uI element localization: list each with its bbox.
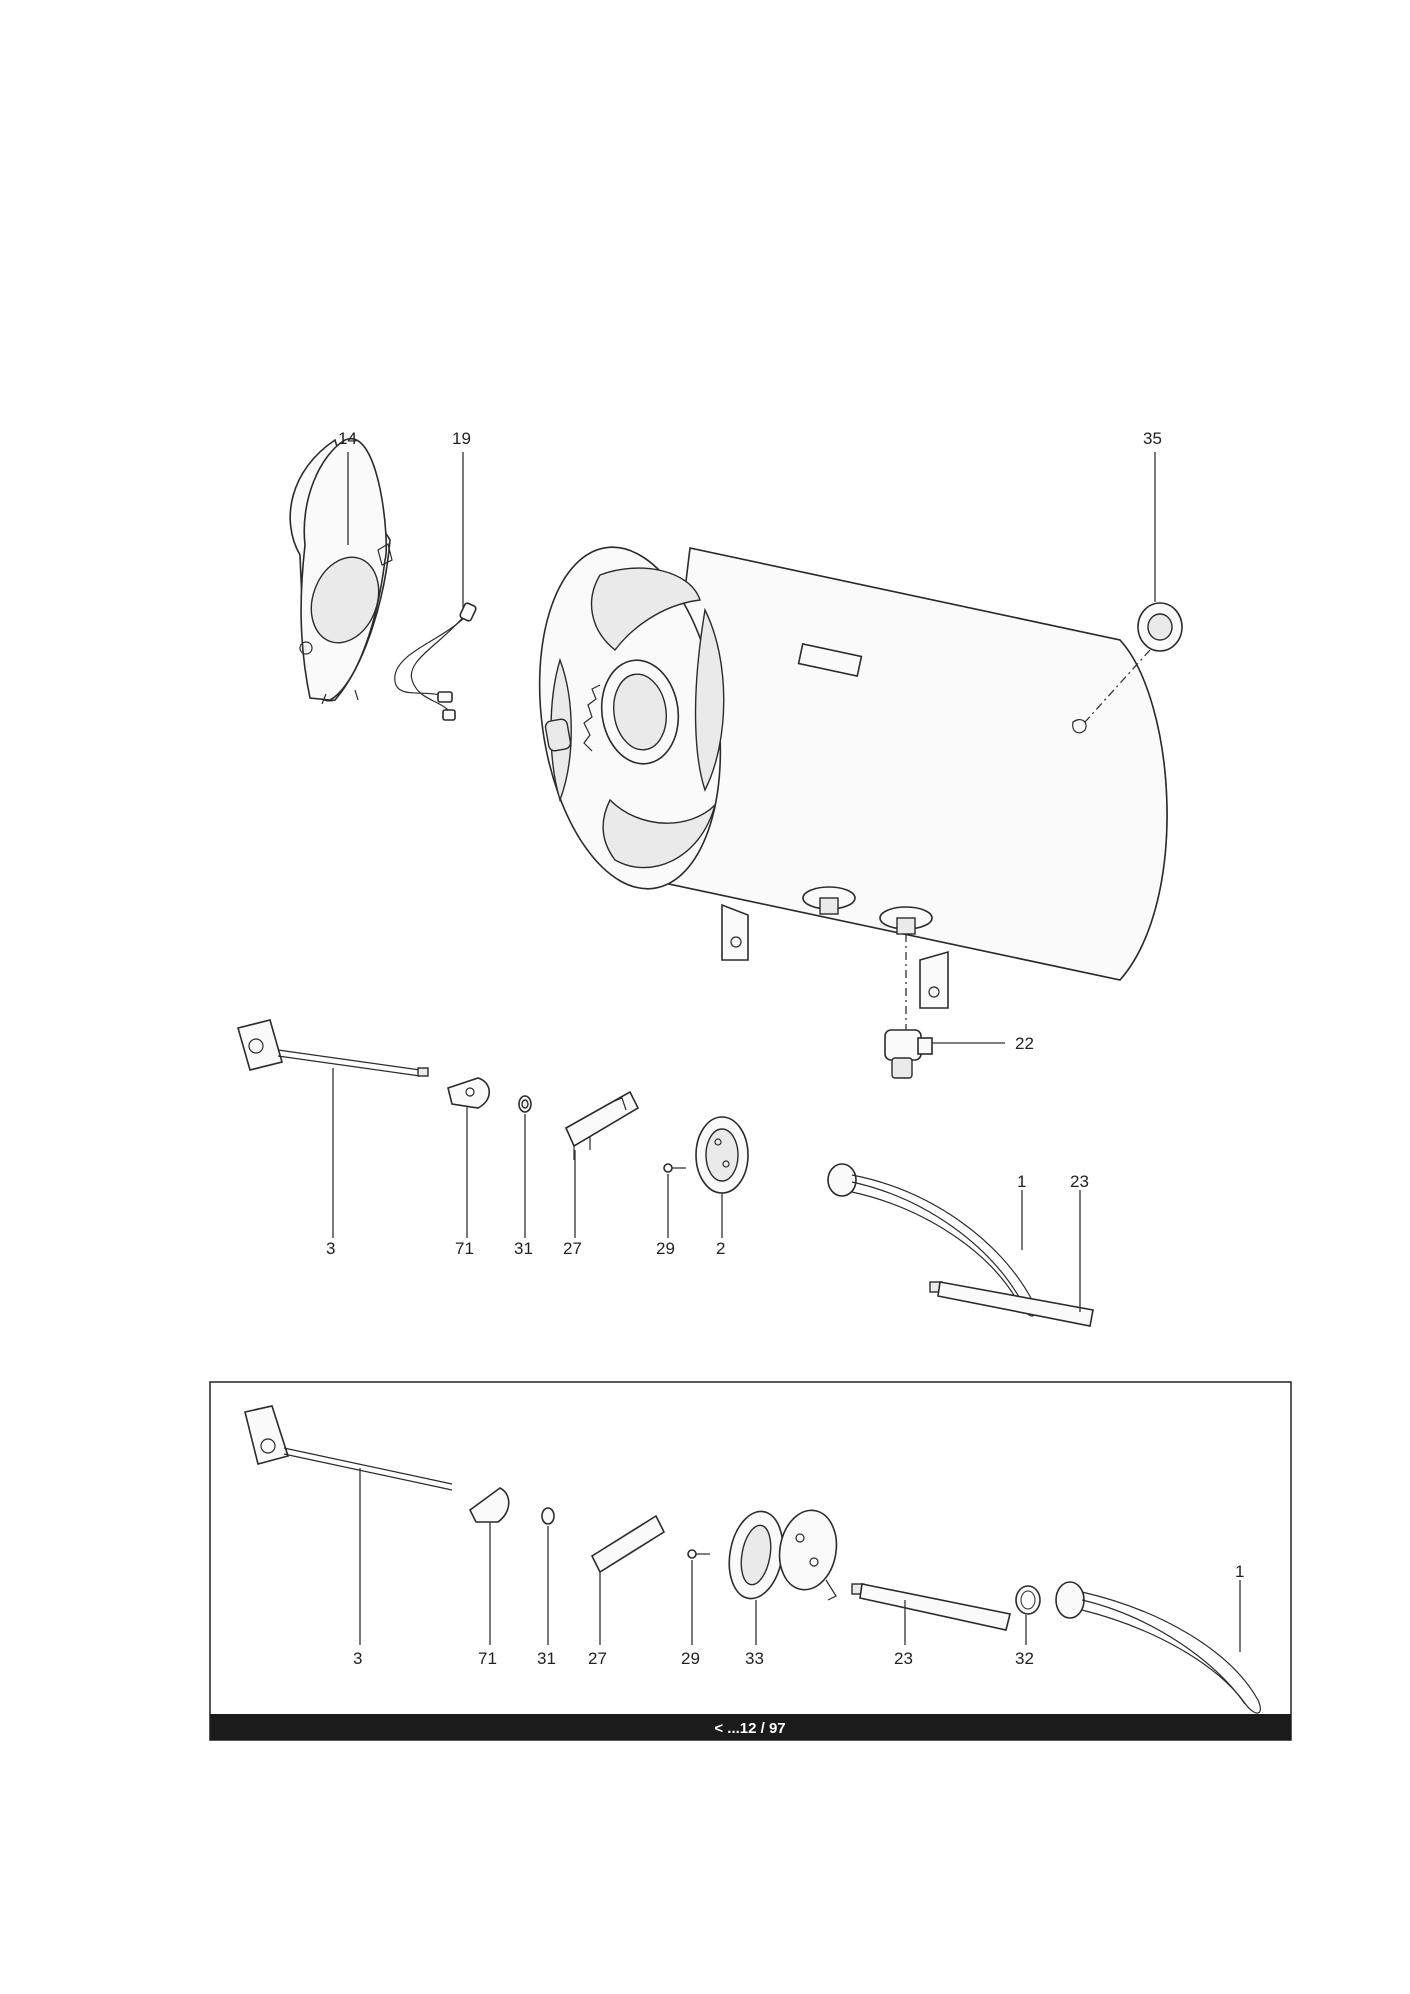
part-23-anode-rod (929, 1281, 1094, 1327)
inset-label-27: 27 (588, 1649, 607, 1668)
inset-label-31: 31 (537, 1649, 556, 1668)
inset-part-27-bracket (590, 1514, 666, 1574)
inset-part-1-heating-element (1055, 1581, 1261, 1714)
part-22-safety-valve (884, 1029, 933, 1079)
label-35: 35 (1143, 429, 1162, 448)
inset-label-1: 1 (1235, 1562, 1244, 1581)
inset-part-32-o-ring (1015, 1585, 1041, 1615)
label-23: 23 (1070, 1172, 1089, 1191)
part-29-screw (663, 1163, 686, 1173)
part-2-gasket-plate (695, 1116, 749, 1194)
inset-label-32: 32 (1015, 1649, 1034, 1668)
inset-footer-bar (210, 1714, 1291, 1740)
label-27: 27 (563, 1239, 582, 1258)
label-1: 1 (1017, 1172, 1026, 1191)
part-31-nut (518, 1095, 532, 1113)
label-22: 22 (1015, 1034, 1034, 1053)
label-31: 31 (514, 1239, 533, 1258)
part-35-sensor-cap (1137, 602, 1183, 652)
label-71: 71 (455, 1239, 474, 1258)
label-3: 3 (326, 1239, 335, 1258)
part-14-front-cover (289, 437, 393, 705)
part-19-cable (394, 602, 477, 721)
inset-part-29-screw (687, 1549, 710, 1559)
inset-part-3-thermostat (244, 1405, 453, 1491)
inset-label-71: 71 (478, 1649, 497, 1668)
inset-label-33: 33 (745, 1649, 764, 1668)
part-71-clip (447, 1077, 491, 1109)
inset-part-71-clip (468, 1487, 510, 1523)
label-14: 14 (338, 429, 357, 448)
label-2: 2 (716, 1239, 725, 1258)
label-29: 29 (656, 1239, 675, 1258)
part-3-thermostat (237, 1019, 429, 1077)
water-heater-tank (538, 546, 1168, 1009)
inset-label-23: 23 (894, 1649, 913, 1668)
page-indicator[interactable]: < ...12 / 97 (714, 1720, 785, 1737)
label-19: 19 (452, 429, 471, 448)
inset-flange-plate (778, 1509, 838, 1601)
inset-part-23-anode-rod (851, 1583, 1011, 1631)
inset-part-33-gasket (728, 1510, 784, 1600)
inset-label-29: 29 (681, 1649, 700, 1668)
inset-part-31-nut (541, 1507, 555, 1525)
part-27-bracket (564, 1090, 640, 1160)
inset-label-3: 3 (353, 1649, 362, 1668)
